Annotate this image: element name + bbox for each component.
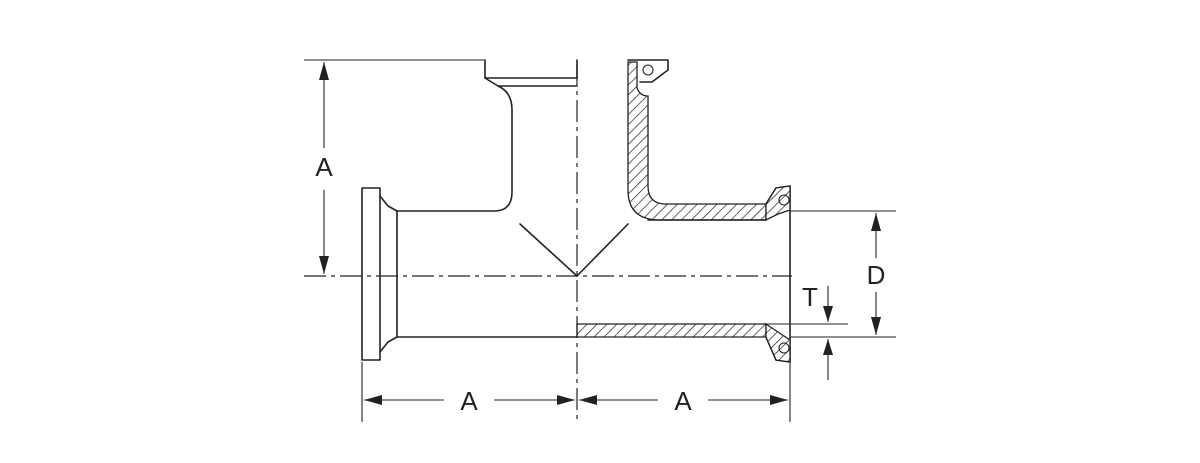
dimension-a-left: A xyxy=(364,386,575,416)
dim-d-label: D xyxy=(867,260,886,290)
bottom-wall-section xyxy=(576,323,767,338)
dimension-t: T xyxy=(802,282,833,380)
extension-lines xyxy=(304,59,896,422)
gasket-groove-right-top xyxy=(778,194,790,206)
dimension-d: D xyxy=(867,213,886,335)
dimension-a-vertical: A xyxy=(315,62,333,274)
dim-t-label: T xyxy=(802,282,818,312)
dim-a-right-label: A xyxy=(674,386,692,416)
main-body xyxy=(396,219,767,338)
top-branch-wall-section xyxy=(627,61,767,221)
top-branch xyxy=(396,59,767,221)
dim-a-left-label: A xyxy=(460,386,478,416)
gasket-groove-right-bottom xyxy=(778,342,790,354)
left-flange xyxy=(361,187,398,361)
dim-a-vertical-label: A xyxy=(315,152,333,182)
gasket-groove-top xyxy=(642,64,654,76)
right-flange xyxy=(765,185,791,363)
dimension-a-right: A xyxy=(579,386,788,416)
